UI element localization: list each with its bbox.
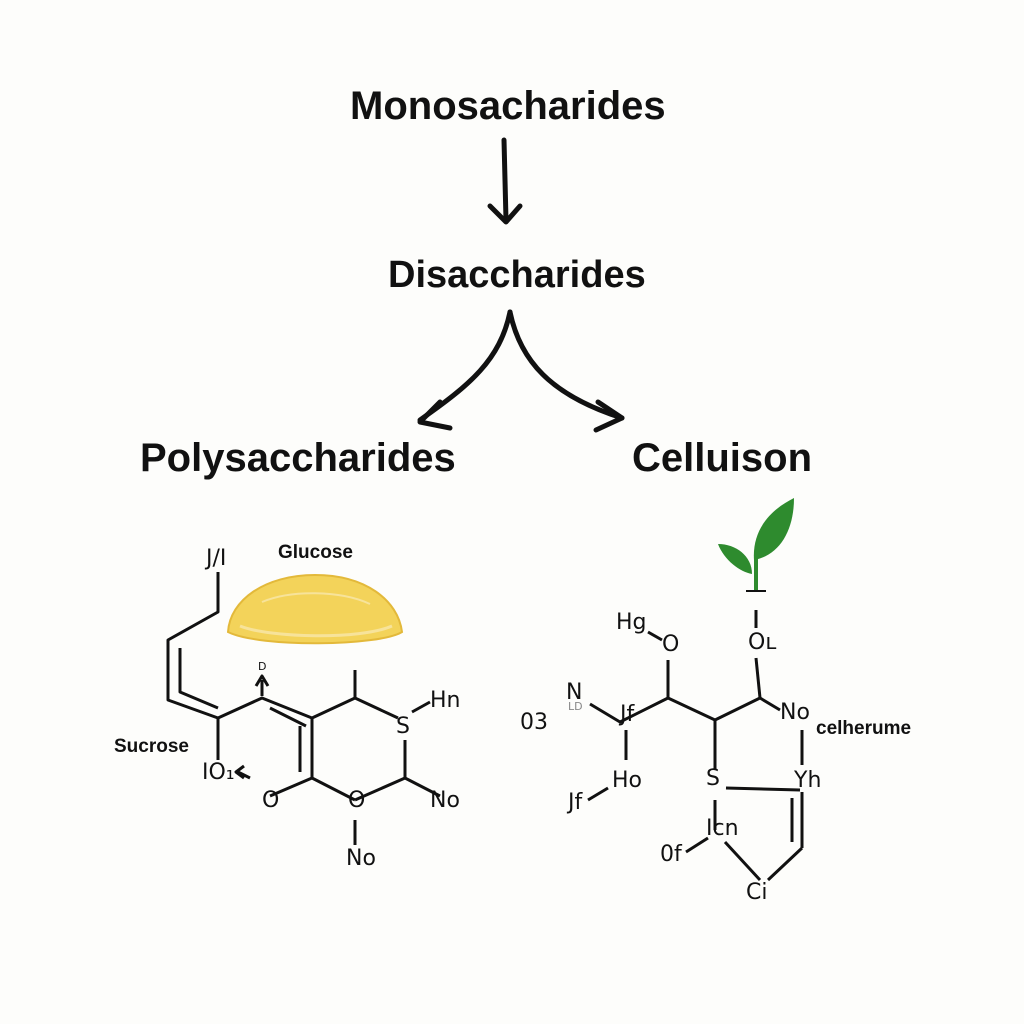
disaccharides-node: Disaccharides [388, 254, 646, 296]
sucrose-label: Sucrose [114, 736, 189, 757]
atom-label: O [348, 788, 366, 813]
atom-label: Oʟ [748, 630, 777, 655]
left-molecule-bonds [166, 572, 441, 845]
polysaccharides-node: Polysaccharides [140, 436, 456, 480]
atom-label: Yh [794, 768, 822, 793]
glucose-illustration [226, 573, 404, 645]
arrow-mono-to-di [487, 137, 523, 225]
atom-label: S [396, 714, 410, 739]
leaf-sprout-icon [718, 498, 794, 592]
atom-label: D [258, 660, 267, 673]
atom-label: N [566, 680, 583, 705]
atom-label: 0f [660, 842, 682, 867]
atom-label: Jf [568, 790, 583, 815]
atom-label: LD [568, 700, 583, 713]
monosaccharides-node: Monosacharides [350, 84, 666, 128]
atom-label: Jf [620, 702, 635, 727]
atom-label: 03 [520, 710, 548, 735]
cellulose-node: Celluison [632, 436, 813, 480]
atom-label: S [706, 766, 720, 791]
arrow-di-to-poly [417, 309, 513, 431]
atom-label: IO₁ [202, 760, 235, 785]
atom-label: Hn [430, 688, 461, 713]
atom-label: No [780, 700, 810, 725]
arrow-di-to-cellulose [507, 309, 625, 433]
atom-label: O [662, 632, 680, 657]
atom-label: O [262, 788, 280, 813]
atom-label: Ho [612, 768, 643, 793]
cellulose-tag-label: celherume [816, 718, 912, 739]
right-molecule-bonds [587, 610, 804, 882]
glucose-label: Glucose [278, 542, 353, 563]
atom-label: J/I [206, 546, 227, 571]
atom-label: No [346, 846, 376, 871]
atom-label: Ci [746, 880, 768, 905]
atom-label: No [430, 788, 460, 813]
atom-label: Icn [706, 816, 739, 841]
atom-label: Hg [616, 610, 647, 635]
